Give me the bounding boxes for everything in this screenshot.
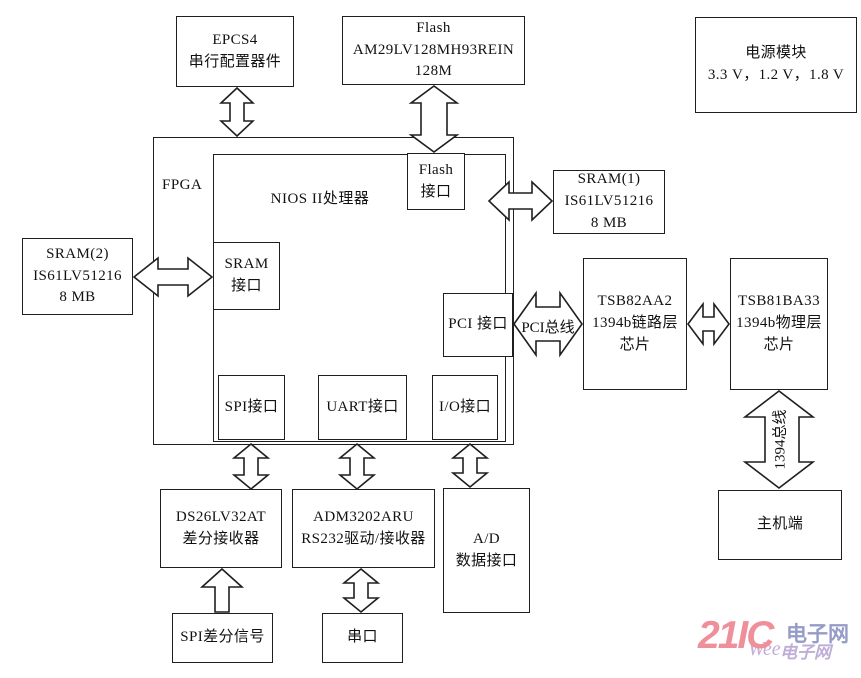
spi-differential-signal-box: SPI差分信号	[172, 613, 273, 663]
tsb82aa2-link-layer-box: TSB82AA2 1394b链路层 芯片	[583, 258, 687, 390]
power-module-box: 电源模块 3.3 V，1.2 V，1.8 V	[695, 17, 857, 113]
epcs4-box: EPCS4 串行配置器件	[176, 16, 294, 87]
sram-interface-box: SRAM 接口	[213, 242, 280, 310]
logo-brand-text: 21IC	[698, 614, 774, 657]
adm3202aru-box: ADM3202ARU RS232驱动/接收器	[292, 489, 435, 568]
ad-data-interface-box: A/D 数据接口	[443, 488, 530, 613]
arrow-adm-serial	[341, 567, 381, 614]
arrow-uartif-adm	[337, 442, 377, 491]
sram2-box: SRAM(2) IS61LV51216 8 MB	[22, 238, 133, 315]
arrow-spisignal-ds26	[199, 567, 245, 613]
nios-processor-label: NIOS II处理器	[270, 191, 370, 207]
sram1-box: SRAM(1) IS61LV51216 8 MB	[553, 170, 665, 234]
logo-script-overlay: Wee	[748, 638, 781, 660]
ds26lv32at-box: DS26LV32AT 差分接收器	[160, 489, 282, 568]
21ic-watermark-logo: Wee 电子网 21IC 电子网	[698, 614, 860, 676]
arrow-tsb82-tsb81	[687, 301, 730, 347]
arrow-ioif-ad	[450, 442, 490, 489]
tsb81ba33-phy-layer-box: TSB81BA33 1394b物理层 芯片	[730, 258, 828, 390]
flash-memory-box: Flash AM29LV128MH93REIN 128M	[342, 16, 525, 85]
bus-1394-label: 1394总线	[772, 409, 789, 470]
host-box: 主机端	[718, 490, 842, 560]
logo-ghost-text: 电子网	[780, 643, 831, 662]
fpga-label: FPGA	[162, 177, 203, 193]
flash-interface-box: Flash 接口	[407, 153, 465, 210]
io-interface-box: I/O接口	[432, 375, 498, 440]
pci-bus-label: PCI总线	[521, 320, 575, 336]
spi-interface-box: SPI接口	[218, 375, 285, 440]
arrow-epcs4-fpga	[218, 86, 256, 138]
logo-suffix-text: 电子网	[786, 623, 849, 646]
arrow-spiif-ds26	[231, 442, 271, 491]
uart-interface-box: UART接口	[318, 375, 407, 440]
serial-port-box: 串口	[322, 613, 403, 663]
pci-interface-box: PCI 接口	[443, 293, 513, 357]
